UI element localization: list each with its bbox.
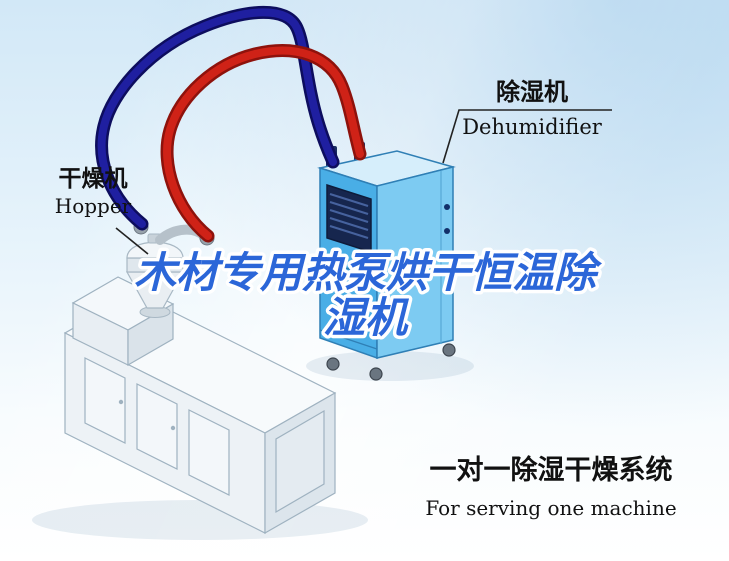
brand-badge	[345, 292, 353, 300]
hopper-callout: 干燥机 Hopper	[48, 165, 138, 219]
hopper-callout-zh: 干燥机	[58, 166, 128, 192]
grille-slots	[329, 192, 369, 240]
hoses	[95, 5, 367, 243]
hopper-callout-en: Hopper	[54, 194, 132, 218]
door-handle-2	[170, 425, 176, 431]
end-panel	[275, 409, 325, 514]
dehumidifier-leader-line	[442, 109, 612, 164]
dehumidifier-unit	[317, 142, 456, 381]
pipe-blue	[97, 8, 337, 228]
main-title: 木材专用热泵烘干恒温除 湿机	[130, 245, 606, 346]
door-panel-3	[188, 409, 230, 496]
title-line-2: 湿机	[323, 293, 410, 342]
dehumidifier-shadow	[306, 351, 474, 381]
pipe-red	[163, 46, 364, 240]
caster-wheel-3	[442, 343, 456, 357]
cabinet-side-face	[376, 166, 454, 359]
bottom-caption: 一对一除湿干燥系统 For serving one machine	[405, 454, 697, 522]
extruder-shadow	[32, 500, 368, 540]
title-line-1: 木材专用热泵烘干恒温除	[134, 248, 603, 297]
extruder-machine	[63, 219, 337, 535]
caster-wheel-1	[326, 357, 340, 371]
door-panel-1	[84, 357, 126, 444]
caption-zh: 一对一除湿干燥系统	[429, 455, 673, 486]
front-vent-line-1	[326, 261, 372, 277]
dehumidifier-callout-en: Dehumidifier	[462, 115, 602, 139]
hopper-leader-line	[115, 227, 149, 255]
dehumidifier-callout-zh: 除湿机	[496, 78, 568, 106]
door-handle-1	[118, 399, 124, 405]
front-base-trim	[319, 329, 378, 350]
side-knob-2	[444, 228, 450, 234]
front-vent-line-2	[326, 271, 372, 287]
dehumidifier-callout: 除湿机 Dehumidifier	[447, 78, 617, 140]
caption-en: For serving one machine	[425, 496, 677, 520]
door-panel-2	[136, 383, 178, 470]
side-knob-1	[444, 204, 450, 210]
caster-wheel-2	[369, 367, 383, 381]
gearbox-side-face	[127, 302, 174, 367]
